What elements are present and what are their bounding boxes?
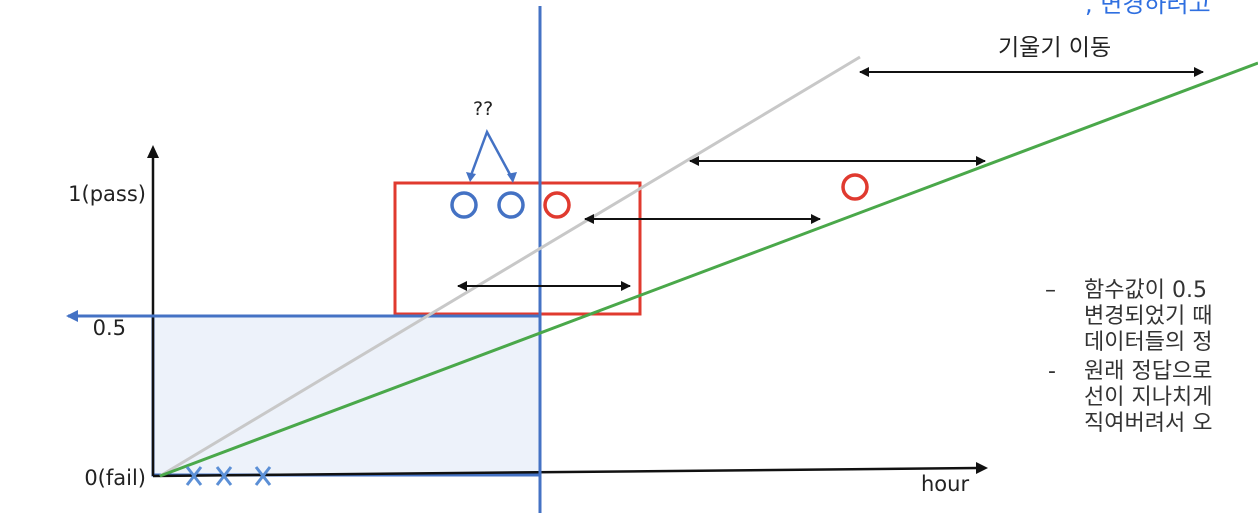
y-label-pass: 1(pass): [68, 182, 146, 206]
note-2-line3: 직여버려서 오: [1084, 411, 1213, 436]
pass-marker-red: [543, 191, 571, 219]
question-label: ??: [473, 98, 493, 120]
top-cut-text: , 변경하려고: [1085, 0, 1211, 18]
note-2-line2: 선이 지나치게: [1084, 385, 1213, 410]
note-2-bullet: -: [1048, 359, 1056, 384]
pass-marker-blue: [497, 191, 525, 219]
pass-marker-blue: [450, 191, 478, 219]
fail-marker-x: [254, 466, 272, 486]
highlight-box: [393, 181, 642, 316]
note-1-line1: 함수값이 0.5: [1084, 278, 1207, 303]
fail-marker-x: [185, 466, 203, 486]
y-label-fail: 0(fail): [84, 466, 146, 490]
fail-marker-x: [215, 466, 233, 486]
slope-move-label: 기울기 이동: [998, 35, 1111, 61]
fail-region: [151, 314, 542, 477]
pass-marker-red: [841, 173, 869, 201]
y-label-half: 0.5: [93, 316, 126, 340]
note-1-line2: 변경되었기 때: [1084, 304, 1213, 329]
original-line: [159, 55, 861, 478]
note-1-bullet: –: [1045, 278, 1056, 303]
question-arrows: [468, 128, 515, 181]
note-2-line1: 원래 정답으로: [1084, 359, 1213, 384]
x-axis-label: hour: [921, 472, 969, 496]
note-1-line3: 데이터들의 정: [1084, 330, 1213, 355]
x-axis: [152, 466, 979, 478]
shifted-line: [159, 61, 1258, 478]
